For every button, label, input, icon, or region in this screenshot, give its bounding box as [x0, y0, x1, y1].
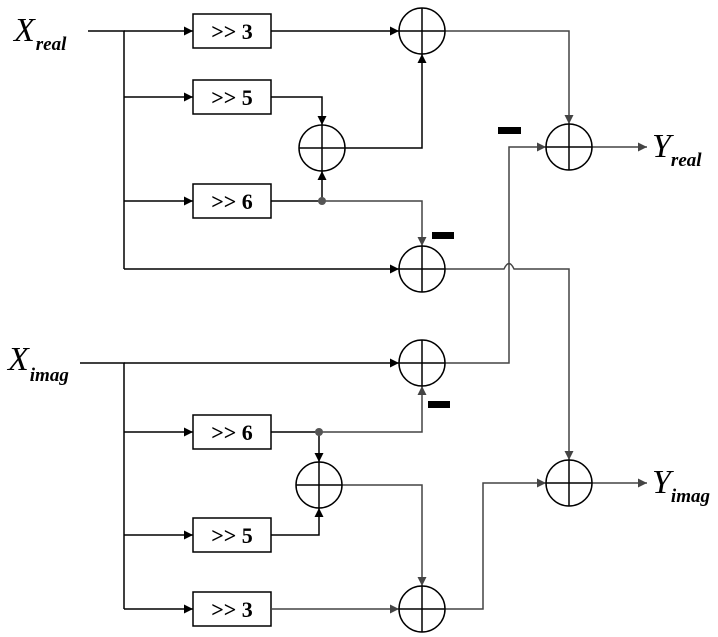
adder-f — [545, 459, 593, 507]
wire-adder-d-to-adder-f — [445, 262, 574, 460]
x-imag-trunk — [80, 362, 125, 609]
x-real-label: Xreal — [12, 12, 67, 55]
wire-adder-b-to-adder-a — [345, 54, 427, 149]
y-imag-label: Yimag — [652, 464, 710, 507]
wire-junction-to-adder-d — [322, 200, 427, 246]
adder-e — [545, 123, 593, 171]
wire-junction-to-adder-c — [319, 386, 427, 433]
wire-shift5-to-adder-b — [271, 96, 327, 125]
bottom-shift5-box — [192, 517, 272, 553]
bottom-junction-dot — [315, 428, 323, 436]
top-junction-dot — [318, 197, 326, 205]
adder-c — [398, 339, 446, 387]
bottom-shift5-label: >> 5 — [211, 523, 253, 548]
top-shift5-box — [192, 79, 272, 115]
wire-adder-g-to-adder-h — [342, 484, 427, 586]
adder-g — [295, 461, 343, 509]
top-shift5-label: >> 5 — [211, 85, 253, 110]
minus-sign-adder-e — [498, 127, 521, 134]
bottom-shift3-box — [192, 591, 272, 627]
minus-sign-adder-d — [432, 232, 454, 239]
adder-a — [398, 7, 446, 55]
wire-adder-c-to-adder-e — [445, 142, 546, 364]
wire-adder-h-to-adder-f — [445, 478, 546, 610]
bottom-shift3-label: >> 3 — [211, 597, 253, 622]
top-shift6-label: >> 6 — [211, 189, 253, 214]
y-real-label: Yreal — [652, 128, 702, 171]
adder-h — [398, 585, 446, 633]
bottom-shift6-label: >> 6 — [211, 420, 253, 445]
x-imag-label: Ximag — [6, 341, 69, 386]
bottom-shift6-box — [192, 414, 272, 450]
wire-bottom-shift5-to-adder-g — [271, 508, 324, 536]
adder-b — [298, 124, 346, 172]
top-shift6-box — [192, 183, 272, 219]
top-shift3-label: >> 3 — [211, 19, 253, 44]
x-real-trunk — [88, 30, 125, 269]
top-shift3-box — [192, 13, 272, 49]
adder-d — [398, 245, 446, 293]
wire-adder-a-to-adder-e — [445, 30, 574, 124]
minus-sign-adder-c — [428, 401, 450, 408]
